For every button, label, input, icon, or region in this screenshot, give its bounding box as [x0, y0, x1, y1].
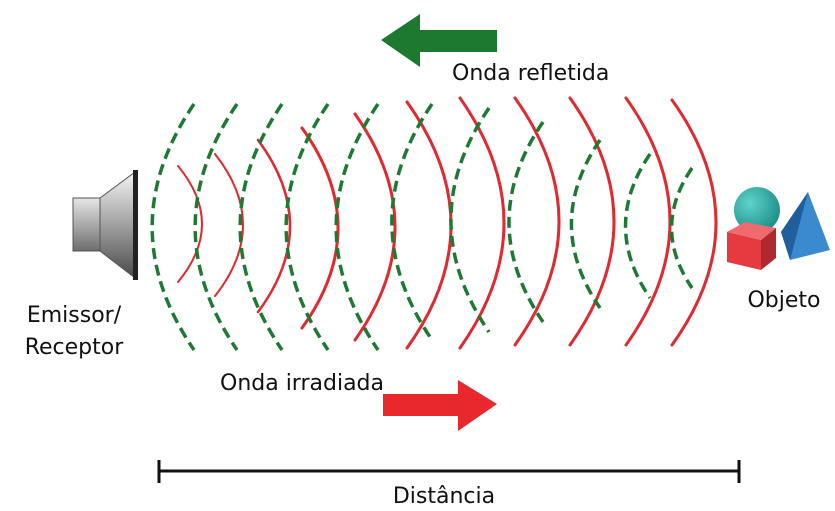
reflected-wave-arc — [284, 103, 330, 351]
reflected-wave-arc — [390, 103, 434, 341]
radiated-wave-arc — [256, 138, 292, 314]
reflected-wave-label: Onda refletida — [452, 61, 609, 86]
radiated-wave-arc — [670, 98, 718, 347]
reflected-wave-arc — [334, 103, 380, 351]
arrow-right-icon — [383, 380, 497, 431]
reflected-wave-arc — [623, 153, 652, 299]
geometric-shapes-icon — [727, 187, 830, 270]
radiated-wave-arc — [458, 96, 506, 350]
distance-label: Distância — [393, 484, 495, 509]
wave-fronts — [150, 96, 718, 351]
radiated-wave-arc — [568, 96, 616, 347]
reflected-wave-arc — [669, 167, 694, 289]
radiated-wave-arc — [624, 96, 672, 347]
emitter-label-line2: Receptor — [25, 335, 125, 360]
reflected-wave-arc — [193, 103, 239, 351]
radiated-wave-arc — [353, 112, 397, 342]
radiated-wave-arc — [513, 96, 561, 347]
radiated-wave-arc — [214, 153, 244, 297]
emitter-label-line1: Emissor/ — [27, 303, 122, 328]
speaker-icon — [72, 170, 138, 280]
reflected-wave-arc — [507, 121, 545, 323]
arrow-left-icon — [381, 14, 497, 67]
object-label: Objeto — [747, 288, 820, 313]
distance-scale-bar — [157, 460, 741, 483]
reflected-wave-arc — [449, 107, 491, 333]
reflected-wave-arc — [238, 103, 284, 351]
radiated-wave-arc — [300, 126, 340, 330]
radiated-wave-arc — [177, 165, 203, 283]
reflected-wave-arc — [150, 103, 196, 351]
radiated-wave-label: Onda irradiada — [220, 371, 384, 396]
reflected-wave-arc — [569, 139, 602, 309]
